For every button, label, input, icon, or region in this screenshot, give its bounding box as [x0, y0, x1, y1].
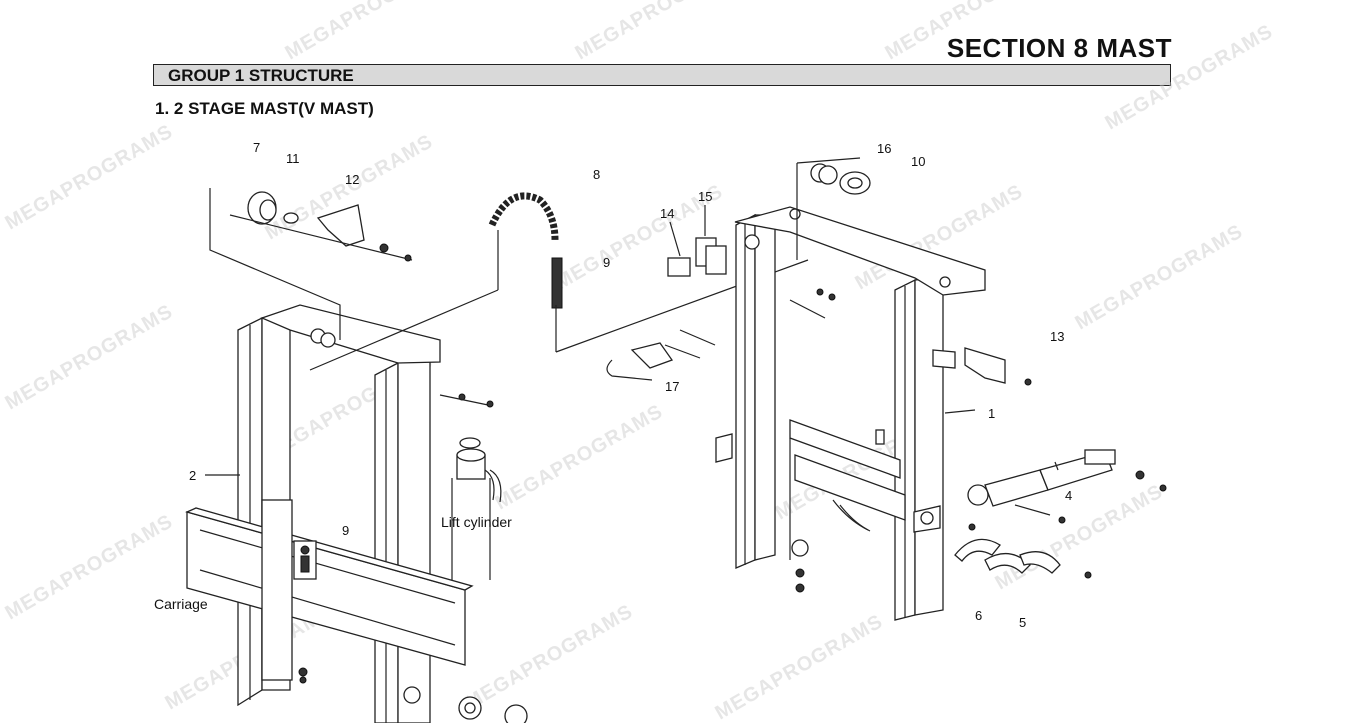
- watermark-text: MEGAPROGRAMS: [2, 510, 177, 624]
- stopper-plates: [667, 205, 727, 277]
- top-rollers: [796, 157, 871, 260]
- callout-9: 9: [603, 255, 610, 270]
- chain-and-anchor: [309, 192, 809, 371]
- callout-1: 1: [988, 406, 995, 421]
- watermark-text: MEGAPROGRAMS: [282, 0, 457, 64]
- callout-11: 11: [286, 151, 300, 166]
- u-bolt-and-shims: [606, 329, 716, 381]
- watermark-text: MEGAPROGRAMS: [462, 600, 637, 714]
- section-title: SECTION 8 MAST: [946, 33, 1172, 63]
- callout-8: 8: [593, 167, 600, 182]
- watermark-text: MEGAPROGRAMS: [1072, 220, 1247, 334]
- callout-16: 16: [877, 141, 891, 156]
- callout-13: 13: [1050, 329, 1064, 344]
- callout-2: 2: [189, 468, 196, 483]
- watermark-text: MEGAPROGRAMS: [712, 610, 887, 723]
- watermark-text: MEGAPROGRAMS: [1102, 20, 1277, 134]
- callout-15: 15: [698, 189, 712, 204]
- side-bracket: [932, 347, 1032, 386]
- callout-4: 4: [1065, 488, 1072, 503]
- carriage-label: Carriage: [154, 596, 208, 612]
- callout-6: 6: [975, 608, 982, 623]
- watermark-text: MEGAPROGRAMS: [2, 300, 177, 414]
- callout-10: 10: [911, 154, 925, 169]
- subsection-title: 1. 2 STAGE MAST(V MAST): [155, 99, 374, 118]
- trunnion-caps: [954, 523, 1092, 579]
- tilt-cylinder: [967, 449, 1167, 524]
- callout-9b: 9: [342, 523, 349, 538]
- callout-17: 17: [665, 379, 679, 394]
- lift-cylinder: [439, 393, 502, 580]
- callout-5: 5: [1019, 615, 1026, 630]
- watermark-text: MEGAPROGRAMS: [2, 120, 177, 234]
- watermark-text: MEGAPROGRAMS: [882, 0, 1057, 64]
- callout-12: 12: [345, 172, 359, 187]
- carriage: [185, 499, 474, 681]
- callout-14: 14: [660, 206, 674, 221]
- roller-bracket-parts: [209, 188, 413, 340]
- callout-7: 7: [253, 140, 260, 155]
- watermark-text: MEGAPROGRAMS: [492, 400, 667, 514]
- lift-cylinder-label: Lift cylinder: [441, 514, 512, 530]
- watermark-text: MEGAPROGRAMS: [572, 0, 747, 64]
- outer-mast: [715, 206, 986, 621]
- group-header-bar: GROUP 1 STRUCTURE: [153, 64, 1171, 86]
- watermark-layer: MEGAPROGRAMS MEGAPROGRAMS MEGAPROGRAMS M…: [2, 0, 1277, 723]
- group-title: GROUP 1 STRUCTURE: [168, 66, 354, 85]
